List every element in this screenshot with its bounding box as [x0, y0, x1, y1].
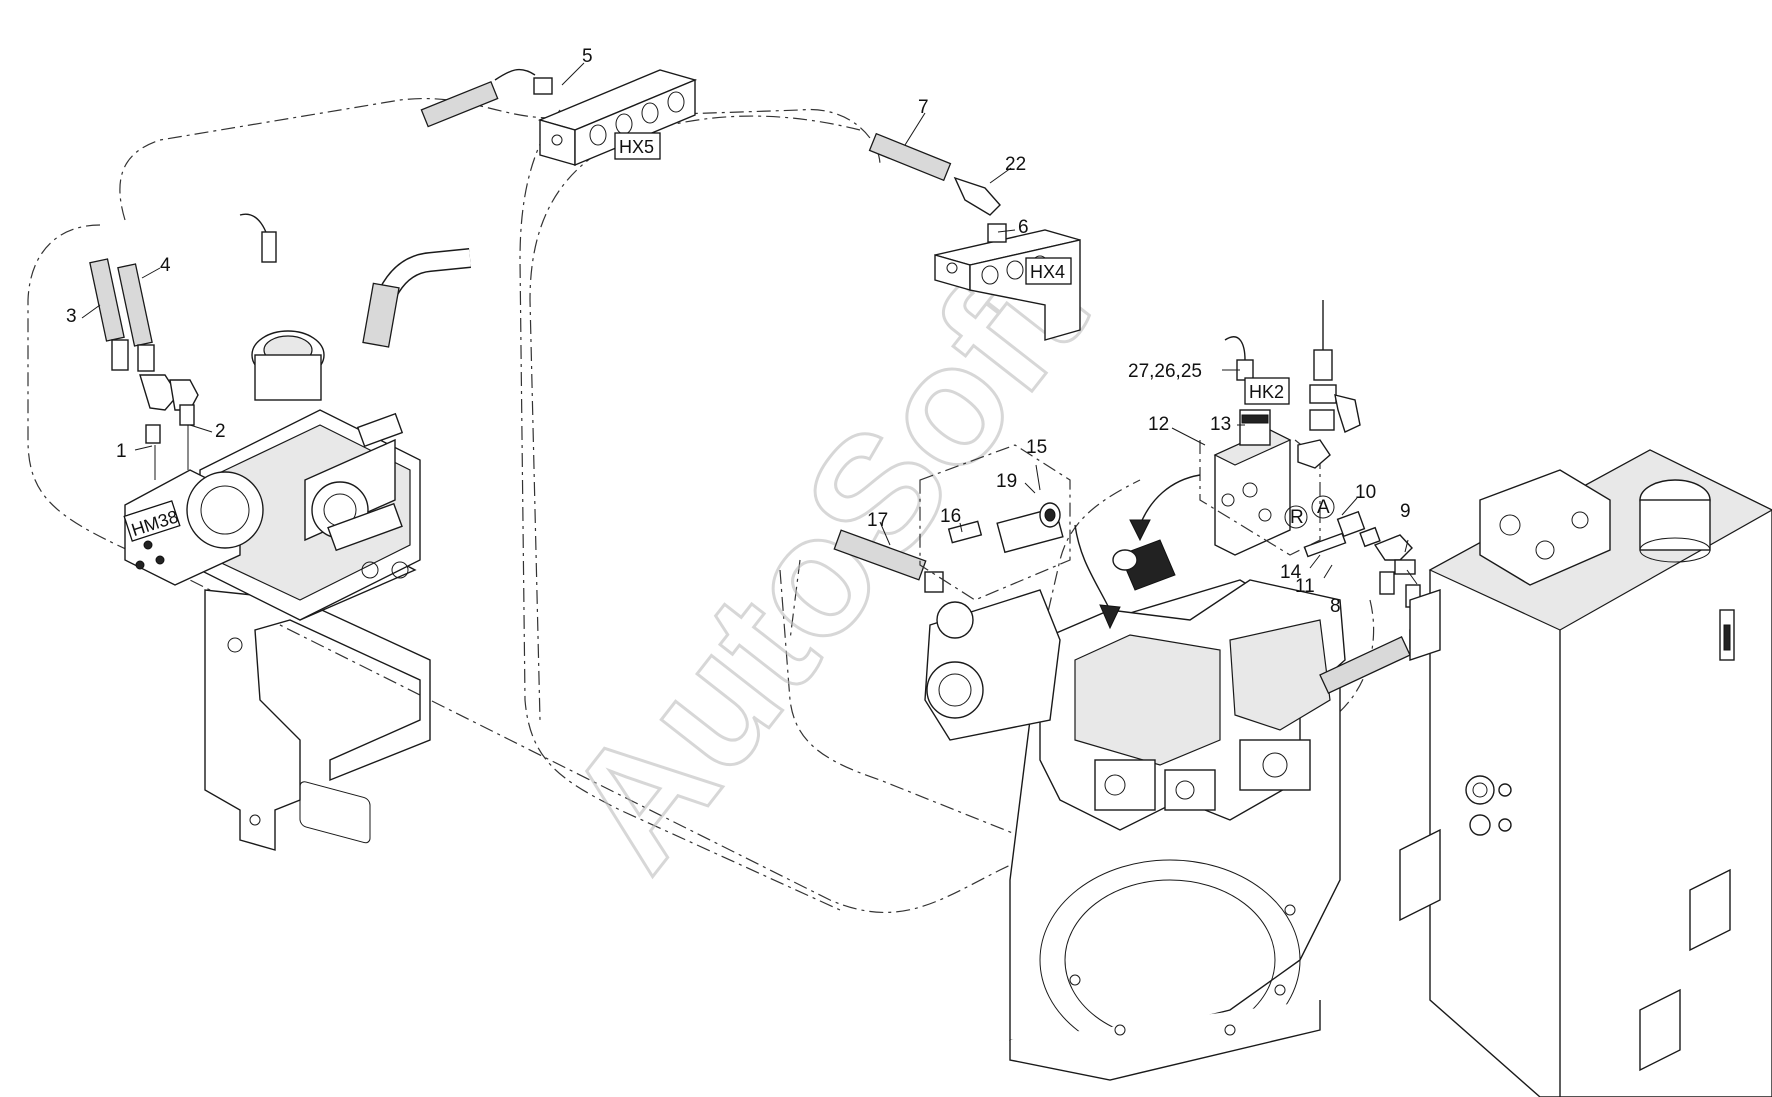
right-fittings: [1303, 510, 1421, 608]
callout-13: 13: [1210, 414, 1231, 435]
tag-hx5-text: HX5: [619, 137, 654, 157]
tag-hk2: HK2: [1244, 377, 1290, 405]
leader-lines: [81, 62, 1418, 585]
callout-1: 1: [116, 441, 127, 462]
callout-19: 19: [996, 471, 1017, 492]
hydraulic-tank: [1399, 449, 1772, 1097]
tag-hx4-text: HX4: [1030, 262, 1065, 282]
callout-10: 10: [1355, 482, 1376, 503]
tag-hx5: HX5: [614, 132, 661, 160]
callout-5: 5: [582, 46, 593, 67]
callout-15: 15: [1026, 437, 1047, 458]
callout-17: 17: [867, 510, 888, 531]
callout-11: 11: [1295, 576, 1315, 597]
callout-27-26-25: 27,26,25: [1128, 361, 1202, 382]
callout-16: 16: [940, 506, 961, 527]
callout-3: 3: [66, 306, 77, 327]
hx5-manifold: [420, 68, 698, 167]
callout-12: 12: [1148, 414, 1169, 435]
callout-7: 7: [918, 97, 929, 118]
callout-9: 9: [1400, 501, 1411, 522]
callout-2: 2: [215, 421, 226, 442]
callout-14: 14: [1280, 562, 1302, 583]
central-pump-assembly: [833, 444, 1435, 1081]
port-letter-r: R: [1290, 507, 1304, 528]
tag-hk2-text: HK2: [1249, 382, 1284, 402]
callout-22: 22: [1005, 154, 1026, 175]
left-hoses-fittings: [89, 258, 199, 480]
port-letter-a: A: [1317, 497, 1330, 518]
callout-6: 6: [1018, 217, 1029, 238]
callout-labels: 1 2 3 4 5 6 7 8 9 10 11 12 13 14 15 16 1…: [66, 46, 1411, 617]
callout-8: 8: [1330, 596, 1341, 617]
left-pump-assembly: [124, 213, 471, 851]
callout-4: 4: [160, 255, 171, 276]
tag-hx4: HX4: [1025, 257, 1072, 285]
